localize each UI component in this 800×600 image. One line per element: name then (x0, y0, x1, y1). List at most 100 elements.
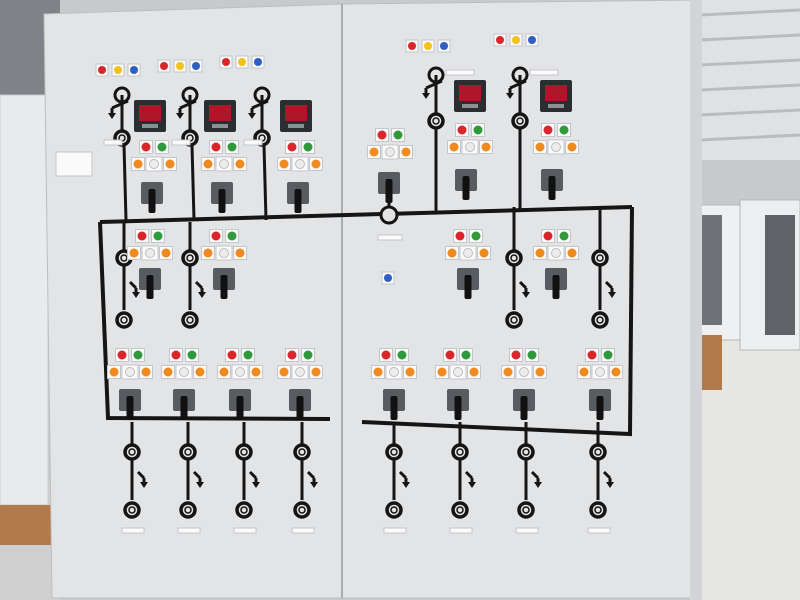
bottom-feeder-6-lamps-orange-lamp-left (437, 367, 447, 377)
middle-feeder-3-lamps-white-lamp (463, 248, 473, 258)
bottom-feeder-1-label (121, 527, 145, 534)
bottom-feeder-8-selector-handle (596, 396, 604, 420)
bottom-feeder-4-end-ct-core (298, 506, 306, 514)
middle-feeder-1-end-ct-ring (115, 311, 133, 329)
bottom-feeder-1-end-ct-core (128, 506, 136, 514)
middle-feeder-1-earth-arrow (132, 292, 140, 298)
top-right-feeder-2-ct-core (516, 117, 524, 125)
top-left-feeder-2-phase-lamps-yellow (176, 62, 184, 70)
bottom-feeder-5-lamps-orange-lamp-right (405, 367, 415, 377)
bottom-feeder-5-label (383, 527, 407, 534)
top-left-feeder-1-phase-lamps-red (98, 66, 106, 74)
bottom-feeder-5-end-ct-core (390, 506, 398, 514)
bottom-feeder-6-end-ct-ring (451, 501, 469, 519)
top-left-feeder-1-isolator-blade (111, 99, 129, 110)
top-left-feeder-2-isolator-arrow (176, 113, 184, 119)
bottom-feeder-3-selector-handle (236, 396, 244, 420)
middle-feeder-2-ct-core (186, 254, 194, 262)
middle-feeder-4-end-ct-core (596, 316, 604, 324)
bottom-feeder-2-lamps-orange-lamp-left (163, 367, 173, 377)
bottom-feeder-1-ct-core (128, 448, 136, 456)
wooden-pallet-left (0, 505, 55, 545)
bottom-feeder-7-label (515, 527, 539, 534)
middle-feeder-3-ct-core (510, 254, 518, 262)
bus-coupler-lamps-green-lamp (393, 130, 403, 140)
bottom-feeder-2-ct-core (184, 448, 192, 456)
middle-feeder-2-lamps-green-lamp (227, 231, 237, 241)
left-cabinet (0, 94, 49, 506)
bottom-feeder-7-end-ct-ring (517, 501, 535, 519)
middle-feeder-4-lamps-white-lamp (551, 248, 561, 258)
bottom-feeder-3-lamps-orange-lamp-right (251, 367, 261, 377)
bus-coupler-lamps-orange-lamp-left (369, 147, 379, 157)
top-left-feeder-3-isolator-arrow (248, 113, 256, 119)
top-left-feeder-3-meter-buttons (288, 124, 304, 128)
bottom-feeder-7-lamps-green-lamp (527, 350, 537, 360)
bottom-feeder-6-ct-core (456, 448, 464, 456)
bus-coupler-lamps-orange-lamp-right (401, 147, 411, 157)
top-right-feeder-2-phase-lamps-yellow (512, 36, 520, 44)
bottom-feeder-1-earth-arrow (140, 482, 148, 488)
bottom-feeder-3-end-ct-ring (235, 501, 253, 519)
top-left-feeder-1-lamps-green-lamp (157, 142, 167, 152)
middle-feeder-1-earth-blade (128, 280, 138, 290)
top-right-feeder-2-isolator-blade (509, 79, 527, 90)
top-right-feeder-1-isolator-blade (425, 79, 443, 90)
bus-coupler-ring (379, 205, 399, 225)
middle-feeder-3-lamps-red-lamp (455, 231, 465, 241)
top-right-feeder-2-phase-lamps-red (496, 36, 504, 44)
bottom-feeder-3-ct-core (240, 448, 248, 456)
bottom-feeder-7-earth-arrow (534, 482, 542, 488)
bottom-feeder-5-earth-arrow (402, 482, 410, 488)
bottom-feeder-8-lamps-red-lamp (587, 350, 597, 360)
middle-feeder-2-selector-handle (220, 275, 228, 299)
bottom-feeder-2-end-ct-core (184, 506, 192, 514)
bottom-feeder-1-lamps-orange-lamp-left (109, 367, 119, 377)
window-slat (699, 133, 800, 142)
middle-feeder-3-lamps-orange-lamp-left (447, 248, 457, 258)
middle-feeder-3-lamps-orange-lamp-right (479, 248, 489, 258)
top-left-feeder-3-lamps-red-lamp (287, 142, 297, 152)
middle-feeder-1-lamps-white-lamp (145, 248, 155, 258)
middle-feeder-2-lamps-orange-lamp-left (203, 248, 213, 258)
bottom-feeder-2-selector-handle (180, 396, 188, 420)
middle-feeder-4-earth-arrow (608, 292, 616, 298)
top-right-feeder-2-phase-lamps-blue (528, 36, 536, 44)
top-right-feeder-2-lamps-white-lamp (551, 142, 561, 152)
panel-left (43, 3, 343, 599)
bottom-feeder-7-lamps-white-lamp (519, 367, 529, 377)
top-left-feeder-3-phase-lamps-blue (254, 58, 262, 66)
center-blue-lamp (384, 274, 392, 282)
top-right-feeder-1-lamps-orange-lamp-left (449, 142, 459, 152)
bottom-feeder-5-selector-handle (390, 396, 398, 420)
middle-feeder-4-lamps-orange-lamp-right (567, 248, 577, 258)
top-left-feeder-2-lamps-green-lamp (227, 142, 237, 152)
top-left-feeder-1-lamps-red-lamp (141, 142, 151, 152)
top-left-feeder-1-label (103, 139, 123, 146)
top-left-feeder-3-phase-lamps-yellow (238, 58, 246, 66)
bottom-feeder-8-lamps-orange-lamp-left (579, 367, 589, 377)
bottom-feeder-8-earth-arrow (606, 482, 614, 488)
top-right-feeder-2-selector-handle (548, 176, 556, 200)
bottom-feeder-3-lamps-orange-lamp-left (219, 367, 229, 377)
middle-feeder-3-lamps-green-lamp (471, 231, 481, 241)
bottom-feeder-4-lamps-orange-lamp-right (311, 367, 321, 377)
top-right-feeder-1-lamps-green-lamp (473, 125, 483, 135)
cabinet-1-interior (700, 215, 722, 325)
middle-feeder-4-earth-blade (604, 280, 614, 290)
top-left-feeder-2-lamps-orange-lamp-left (203, 159, 213, 169)
top-right-feeder-2-meter-screen (545, 85, 567, 101)
top-left-feeder-2-meter-screen (209, 105, 231, 121)
top-right-feeder-2-meter-buttons (548, 104, 564, 108)
bottom-feeder-1-lamps-white-lamp (125, 367, 135, 377)
top-left-feeder-2-selector-handle (218, 189, 226, 213)
bottom-feeder-3-earth-blade (248, 470, 258, 480)
window-slat (699, 33, 800, 42)
bottom-feeder-5-end-ct-ring (385, 501, 403, 519)
bottom-feeder-2-label (177, 527, 201, 534)
top-right-feeder-1-meter-screen (459, 85, 481, 101)
bottom-feeder-7-earth-blade (530, 470, 540, 480)
bottom-feeder-5-lamps-red-lamp (381, 350, 391, 360)
middle-feeder-1-lamps-orange-lamp-right (161, 248, 171, 258)
